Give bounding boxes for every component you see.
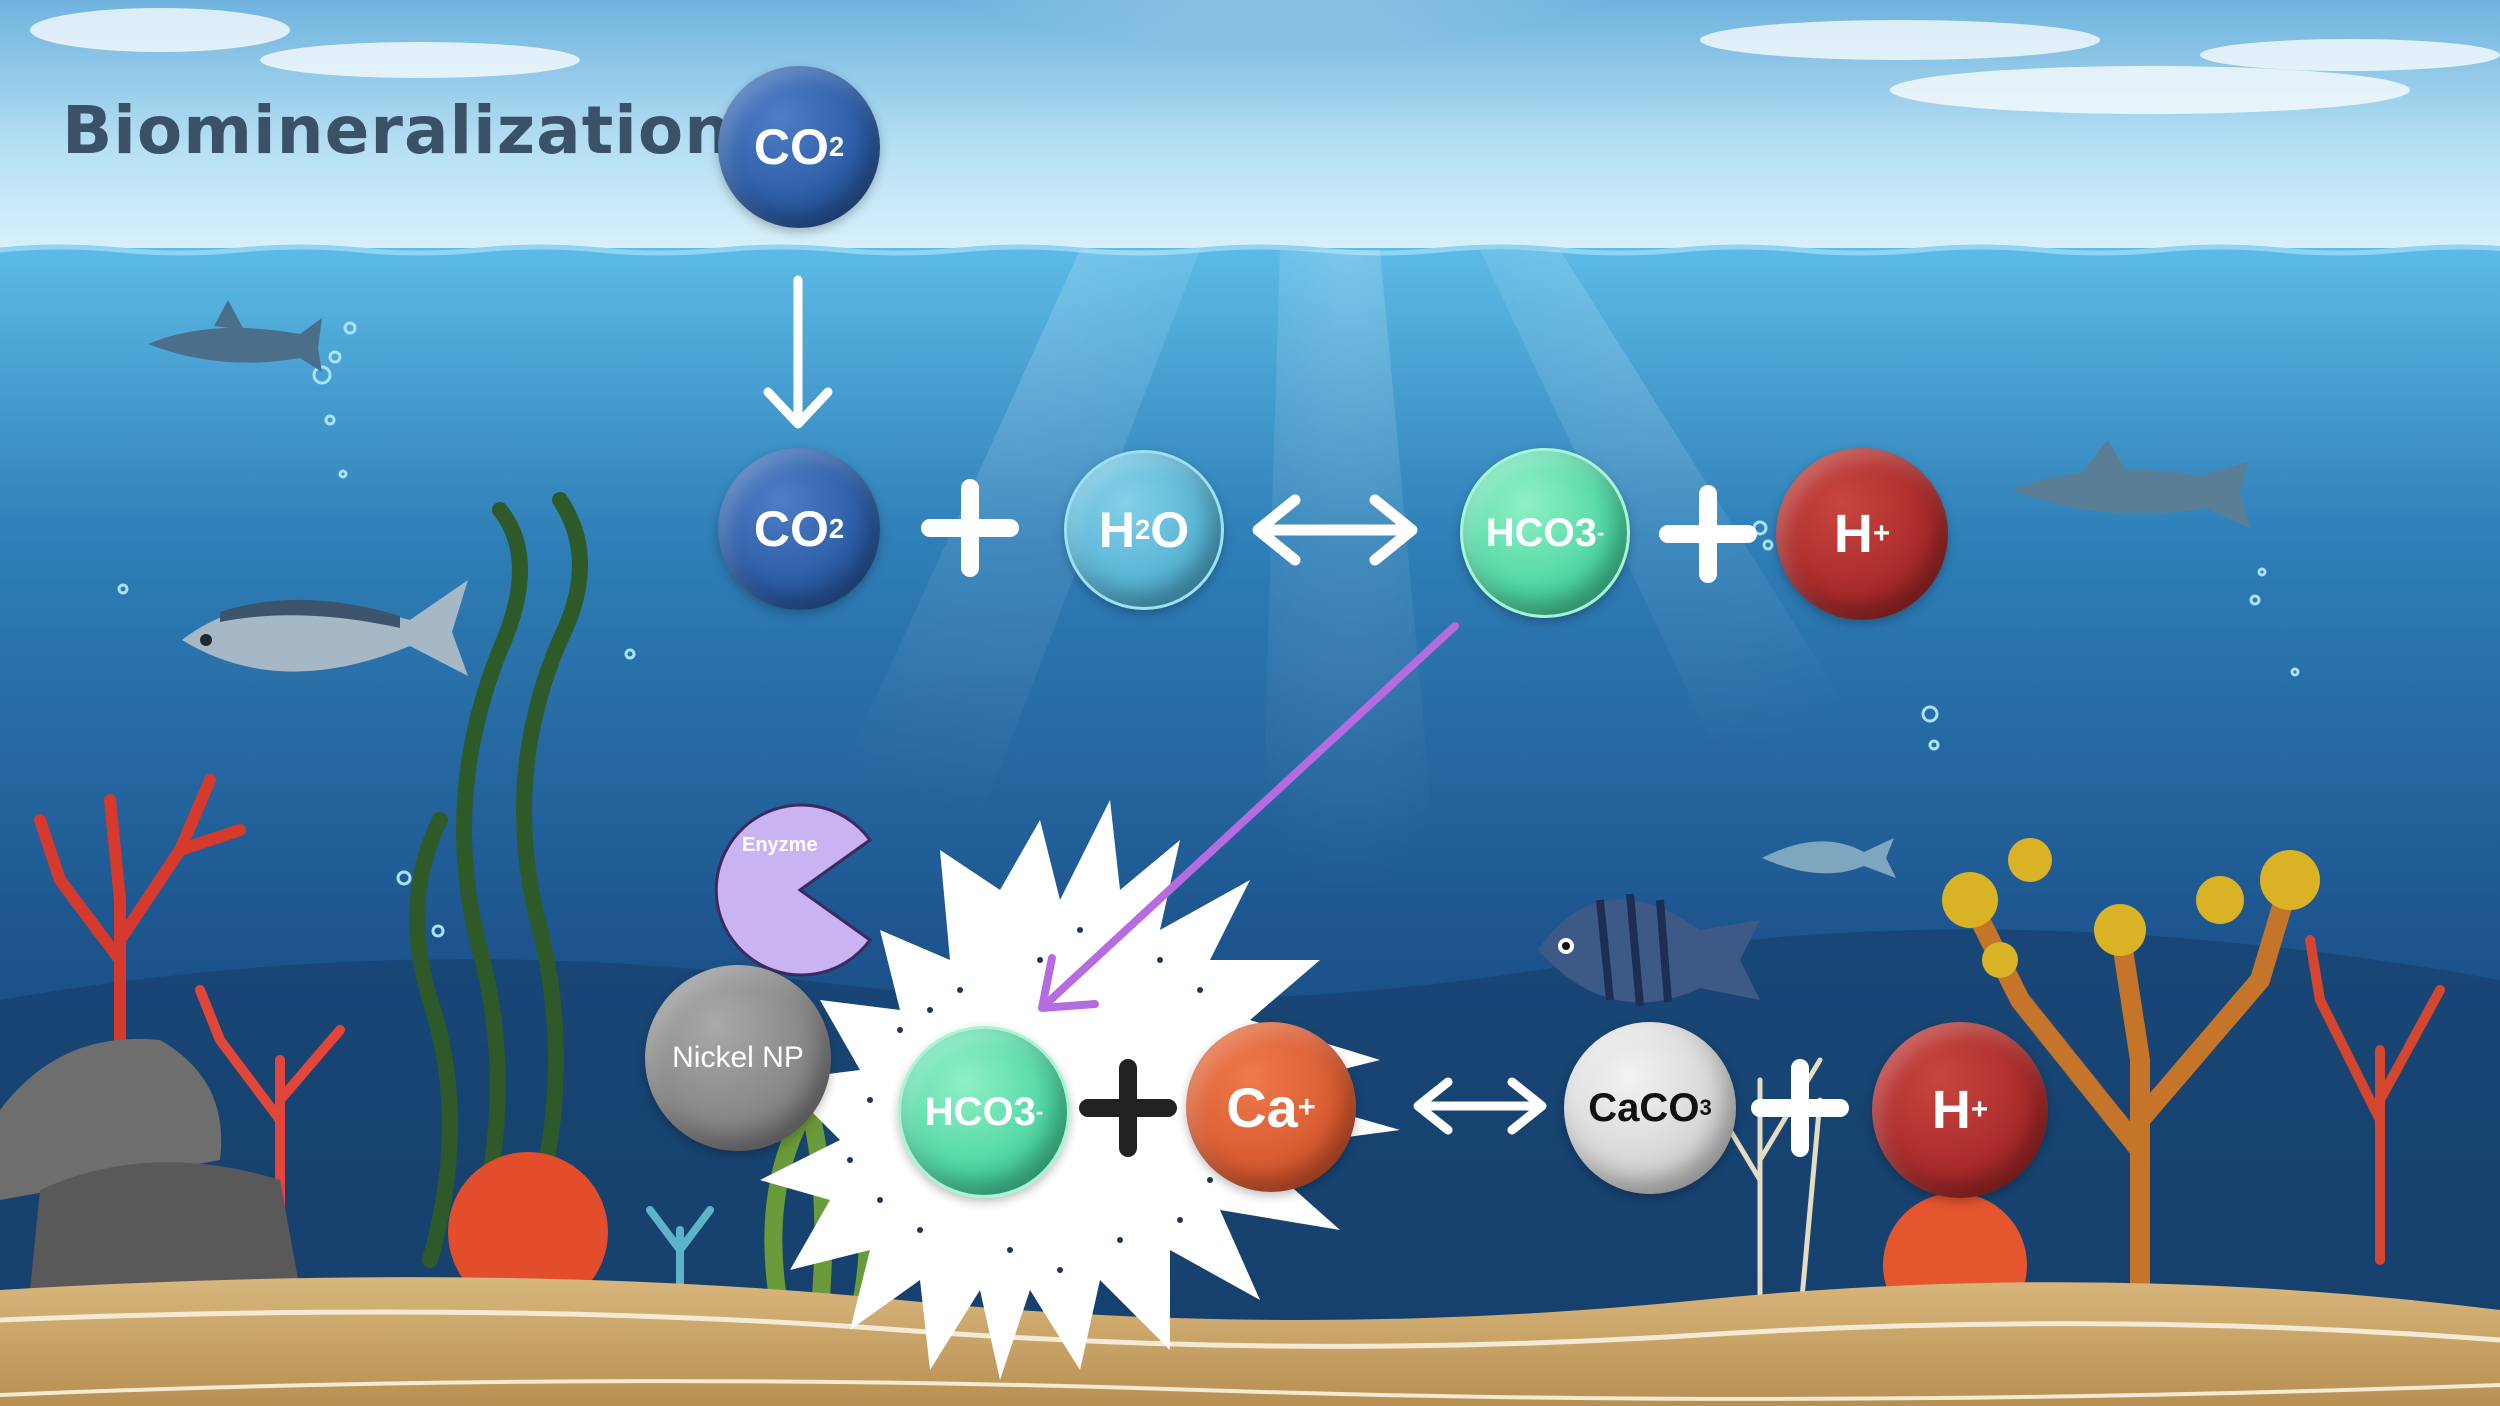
enzyme-label: Enyzme (742, 834, 818, 856)
hco3-molecule-lower: HCO3- (898, 1026, 1070, 1198)
sand-stripe-2 (0, 1379, 2500, 1401)
co2-sup: 2 (828, 513, 845, 544)
h2o-sub: 2 (1134, 514, 1151, 545)
nickel-nanoparticle: Nickel NP (645, 965, 831, 1151)
caco3-base: CaCO (1588, 1085, 1700, 1130)
red-coral-left (34, 774, 246, 1086)
sand-stripe-1 (0, 1309, 2500, 1349)
double-arrow-2 (1413, 1077, 1547, 1135)
caco3-sup: 3 (1699, 1095, 1712, 1120)
red-coral-2 (195, 985, 345, 1215)
hydrogen-ion-lower: H+ (1872, 1022, 2048, 1198)
h-base: H (1833, 504, 1873, 564)
red-anemone-left (448, 1152, 608, 1312)
h2o-post: O (1150, 502, 1190, 558)
rocks-left (0, 1038, 300, 1290)
bubbles (117, 321, 2300, 938)
fish-left (182, 580, 468, 676)
yellow-coral-tips (1942, 838, 2320, 978)
h-lower-base: H (1931, 1080, 1971, 1140)
sand (0, 1277, 2500, 1406)
shark-left (148, 300, 322, 372)
pathway-arrow (1038, 622, 1459, 1012)
hco3-molecule: HCO3- (1460, 448, 1630, 618)
plus-4 (1751, 1059, 1849, 1157)
plus-3 (1079, 1059, 1177, 1157)
arrow-down (763, 275, 833, 429)
calcium-ion: Ca+ (1186, 1022, 1356, 1192)
red-coral-right (2305, 935, 2445, 1265)
h-lower-sup: + (1970, 1093, 1989, 1126)
shark-right (2010, 440, 2250, 528)
clouds (30, 8, 2500, 114)
h2o-pre: H (1098, 502, 1135, 558)
water-surface (0, 244, 2500, 256)
plus-2 (1659, 485, 1757, 583)
seaweed-left (409, 492, 588, 1268)
co2-base: CO (753, 501, 829, 557)
fish-small-right (1762, 838, 1896, 878)
nickel-label: Nickel NP (672, 1041, 804, 1074)
sun-glow (760, 0, 1800, 260)
h-sup: + (1872, 517, 1891, 550)
double-arrow-1 (1252, 494, 1418, 566)
co2-top-sup: 2 (828, 131, 845, 162)
hco3-sup: - (1596, 520, 1605, 545)
enzyme-shape (714, 803, 873, 977)
ca-base: Ca (1226, 1075, 1298, 1139)
page-title: Biomineralization (62, 92, 733, 169)
ca-sup: + (1297, 1089, 1316, 1124)
hco3-lower-sup: - (1035, 1099, 1044, 1124)
hco3-lower-base: HCO3 (924, 1089, 1036, 1134)
plus-1 (921, 479, 1019, 577)
fish-striped (1538, 893, 1760, 1007)
hco3-base: HCO3 (1485, 510, 1597, 555)
hydrogen-ion: H+ (1776, 448, 1948, 620)
co2-top-base: CO (753, 119, 829, 175)
